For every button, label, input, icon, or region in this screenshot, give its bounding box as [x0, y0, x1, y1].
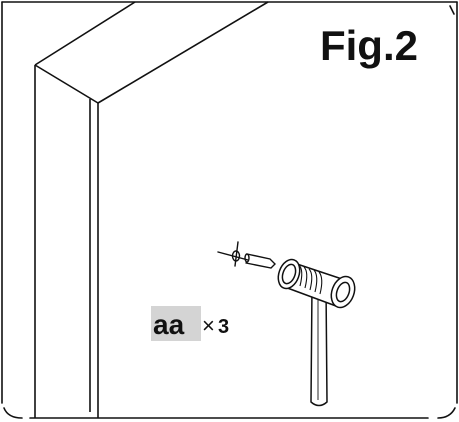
part-code-highlight: [151, 306, 201, 341]
part-quantity: 3: [218, 316, 229, 338]
part-code: aa: [153, 309, 185, 340]
wall-panel: [34, 1, 269, 418]
times-symbol: ×: [202, 313, 215, 338]
nail-icon: [217, 241, 276, 269]
part-callout: aa × 3: [151, 306, 229, 341]
hammer-icon: [277, 258, 356, 407]
figure-title: Fig.2: [320, 22, 418, 69]
